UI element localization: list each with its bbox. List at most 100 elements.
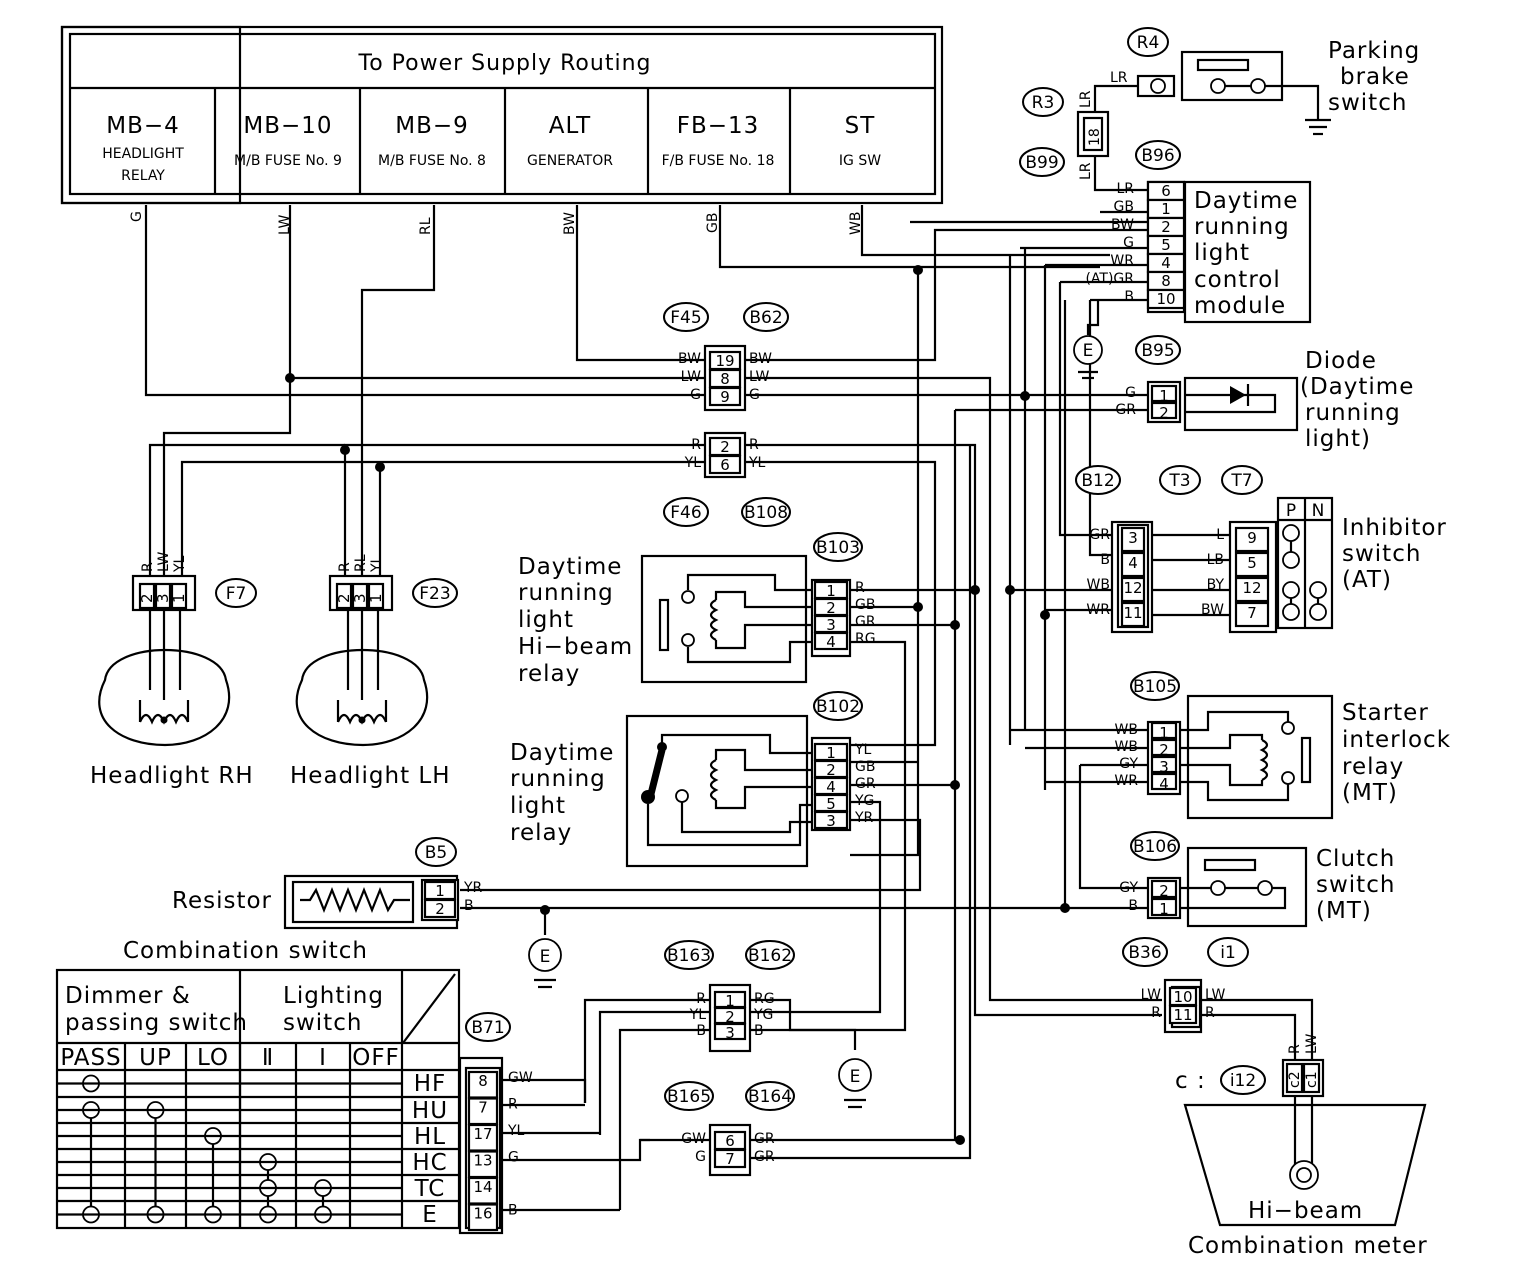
component-label: relay [518, 661, 580, 687]
pin-cell [367, 582, 385, 610]
connector-tag [415, 837, 457, 867]
pin-cell [813, 631, 849, 651]
pin-number: 1 [1161, 200, 1171, 218]
wire-label: GR [855, 614, 876, 630]
power-cell-code: MB−9 [395, 113, 469, 139]
wire-label: G [1125, 385, 1136, 401]
switch-col-label: LO [197, 1045, 229, 1071]
meter-prefix: c : [1175, 1068, 1206, 1094]
connector-tag-label: B164 [748, 1087, 792, 1107]
component-label: switch [1316, 872, 1395, 898]
connector-tag [813, 532, 863, 562]
connector-tag-label: B12 [1081, 471, 1114, 491]
wire-label: GW [508, 1070, 533, 1086]
pin-cell [1150, 384, 1178, 403]
pin-cell [1234, 576, 1270, 603]
combination-meter-label: Combination meter [1188, 1233, 1428, 1259]
wire-label: R [855, 580, 865, 596]
pin-cell [423, 898, 457, 919]
connector-tag-label: B108 [744, 503, 788, 523]
connector-tag [1122, 937, 1168, 967]
pin-number: 18 [1087, 128, 1103, 146]
connector-tag [1135, 335, 1181, 365]
pin-number: 1 [826, 582, 836, 600]
pin-number: 5 [1161, 236, 1171, 254]
pin-number: 7 [1247, 604, 1257, 622]
pin-number: 12 [1123, 579, 1142, 597]
pin-number: 9 [1247, 529, 1257, 547]
pin-number: 11 [1123, 604, 1142, 622]
component-label: light) [1305, 426, 1371, 452]
power-cell-code: FB−13 [677, 113, 760, 139]
wire-label: YL [172, 555, 188, 573]
pin-number: 1 [1159, 900, 1169, 918]
pin-number: 7 [478, 1099, 488, 1117]
pin-number: 10 [1156, 290, 1175, 308]
pin-cell [1168, 1004, 1198, 1025]
wire-label: B [696, 1023, 706, 1039]
component-label: relay [1342, 754, 1404, 780]
wiring-harness [144, 188, 1314, 1212]
wire-label: R [337, 562, 353, 572]
connector-tag-label: B36 [1128, 943, 1161, 963]
wire-label: LW [749, 369, 770, 385]
connector-tag-label: B163 [667, 946, 711, 966]
wire-label: YG [854, 793, 874, 809]
pin-number: 2 [1159, 882, 1169, 900]
wire-label: BY [1207, 577, 1225, 593]
pin-cell [713, 1022, 747, 1041]
pin-cell [154, 582, 172, 610]
component-label: light [518, 607, 574, 633]
wire-label: RG [855, 631, 876, 647]
pin-number: 3 [1128, 529, 1138, 547]
power-cell-code: MB−4 [106, 113, 180, 139]
headlight-rh-label: Headlight RH [90, 763, 254, 789]
pin-cell [467, 1203, 499, 1232]
pin-number: 3 [826, 616, 836, 634]
wire-label: YR [854, 810, 874, 826]
pin-cell [351, 582, 369, 610]
connector-tag [1220, 1065, 1266, 1095]
pin-number: 8 [720, 370, 730, 388]
wire-label: R [508, 1097, 518, 1113]
component-label: light [1194, 240, 1250, 266]
pin-cell [1234, 601, 1270, 628]
pin-number: 2 [720, 438, 730, 456]
connector-tag-label: T7 [1230, 471, 1252, 491]
connector-tag [1022, 87, 1064, 117]
pin-number: 5 [1247, 554, 1257, 572]
wire-label: LB [1207, 552, 1224, 568]
power-cell-desc: F/B FUSE No. 18 [662, 153, 775, 169]
connector-tag-label: R4 [1137, 33, 1160, 53]
pin-cell [335, 582, 353, 610]
power-supply-routing-block: To Power Supply Routing MB−4 HEADLIGHT R… [60, 25, 944, 235]
pin-number: 1 [435, 882, 445, 900]
wire-label: RL [353, 554, 369, 572]
wire-label: GY [1119, 880, 1138, 896]
component-label: (MT) [1342, 780, 1398, 806]
connector-tag [1127, 27, 1169, 57]
pin-cell [708, 386, 742, 407]
connector-tag-label: B103 [816, 538, 860, 558]
headlight-lh-label: Headlight LH [290, 763, 451, 789]
wire-label: GW [681, 1131, 706, 1147]
pin-cell [1234, 526, 1270, 553]
pin-number: 1 [725, 992, 735, 1010]
pin-cell [813, 810, 849, 830]
connector-tag [1130, 831, 1180, 861]
connector-tag [663, 302, 709, 332]
pin-number: 4 [826, 778, 836, 796]
pin-number: 2 [826, 599, 836, 617]
wire-label: LR [1078, 162, 1094, 180]
component-label: Parking [1328, 38, 1420, 64]
pin-cell [1150, 879, 1178, 899]
wire-label: YG [753, 1007, 773, 1023]
wire-label: B [1100, 552, 1110, 568]
pin-cell [1302, 1062, 1321, 1094]
connector-tag [813, 691, 863, 721]
